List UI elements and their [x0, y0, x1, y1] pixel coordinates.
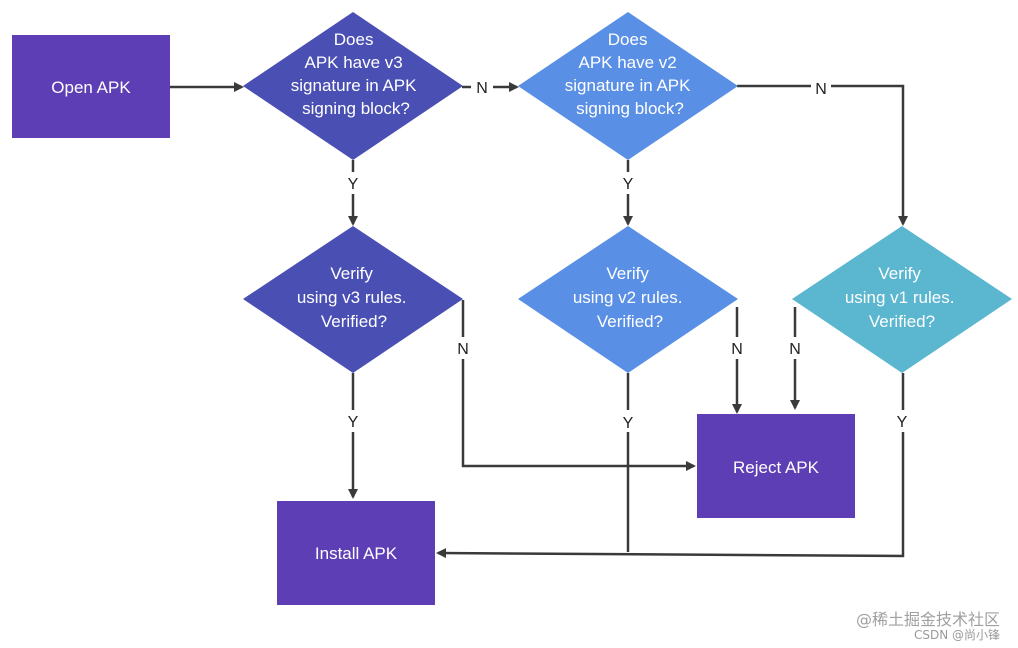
verify-v2-text: Verify using v2 rules. Verified? — [573, 264, 687, 331]
verify-v2-diamond — [518, 226, 738, 373]
check-v2-diamond — [518, 12, 738, 160]
watermark-csdn: CSDN @尚小锋 — [913, 628, 1000, 642]
install-apk-label: Install APK — [315, 544, 398, 563]
check-v3-node: Does APK have v3 signature in APK signin… — [243, 12, 463, 160]
verify-v2-line: Verify — [606, 264, 649, 283]
verify-v3-line: Verified? — [321, 312, 387, 331]
open-apk-label: Open APK — [51, 78, 131, 97]
open-apk-node: Open APK — [12, 35, 170, 138]
check-v2-line: signature in APK — [565, 76, 691, 95]
edge-label-gaps — [343, 76, 913, 432]
install-apk-node: Install APK — [277, 501, 435, 605]
reject-apk-box — [697, 414, 855, 518]
open-apk-box — [12, 35, 170, 138]
edge-v2check-to-v1verify — [737, 84, 908, 226]
label-yes-v1verify: Y — [897, 414, 908, 431]
label-yes-v2verify: Y — [623, 415, 634, 432]
verify-v3-node: Verify using v3 rules. Verified? — [243, 226, 463, 373]
verify-v3-line: using v3 rules. — [297, 288, 407, 307]
label-no-v3verify: N — [457, 341, 469, 358]
edge-labels: N N Y Y N N N Y Y Y — [348, 80, 908, 432]
install-apk-box — [277, 501, 435, 605]
check-v2-line: APK have v2 — [578, 53, 676, 72]
verify-v1-line: Verify — [878, 264, 921, 283]
verify-v3-diamond — [243, 226, 463, 373]
verify-v1-line: Verified? — [869, 312, 935, 331]
check-v3-diamond — [243, 12, 463, 160]
verify-v2-line: using v2 rules. — [573, 288, 683, 307]
label-no-v3check: N — [476, 80, 488, 97]
check-v3-line: signing block? — [302, 99, 410, 118]
verify-v3-text: Verify using v3 rules. Verified? — [297, 264, 411, 331]
verify-v3-line: Verify — [330, 264, 373, 283]
edge-v1verify-to-install — [436, 373, 905, 559]
verify-v2-node: Verify using v2 rules. Verified? — [518, 226, 738, 373]
watermark-juejin: @稀土掘金技术社区 — [855, 610, 1000, 629]
reject-apk-node: Reject APK — [697, 414, 855, 518]
check-v2-line: Does — [608, 30, 648, 49]
verify-v1-diamond — [792, 226, 1012, 373]
label-yes-v3check: Y — [348, 176, 359, 193]
check-v2-text: Does APK have v2 signature in APK signin… — [565, 30, 695, 118]
check-v3-line: Does — [334, 30, 374, 49]
check-v2-line: signing block? — [576, 99, 684, 118]
verify-v1-line: using v1 rules. — [845, 288, 955, 307]
verify-v1-node: Verify using v1 rules. Verified? — [792, 226, 1012, 373]
check-v3-line: signature in APK — [291, 76, 417, 95]
verify-v1-text: Verify using v1 rules. Verified? — [845, 264, 959, 331]
reject-apk-label: Reject APK — [733, 458, 820, 477]
verify-v2-line: Verified? — [597, 312, 663, 331]
check-v2-node: Does APK have v2 signature in APK signin… — [518, 12, 738, 160]
label-yes-v2check: Y — [623, 176, 634, 193]
label-yes-v3verify: Y — [348, 414, 359, 431]
label-no-v2verify: N — [731, 341, 743, 358]
check-v3-line: APK have v3 — [304, 53, 402, 72]
check-v3-text: Does APK have v3 signature in APK signin… — [291, 30, 421, 118]
label-no-v2check: N — [815, 81, 827, 98]
label-no-v1verify: N — [789, 341, 801, 358]
